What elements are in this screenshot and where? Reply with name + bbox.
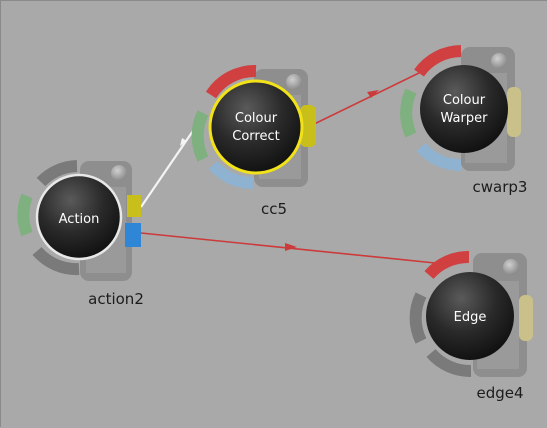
node-edge4-socket-yellow[interactable] [519,295,533,341]
node-cwarp3-socket-blue[interactable] [416,142,462,172]
node-action-name: Action [59,212,100,227]
node-colour-correct[interactable]: Colour Correct cc5 [191,65,316,218]
node-edge[interactable]: Edge edge4 [409,250,533,402]
node-edge4-socket-red[interactable] [424,250,470,280]
node-cc5-socket-yellow[interactable] [300,105,316,147]
node-action-label: action2 [88,290,144,308]
node-cc5-socket-green[interactable] [191,110,209,162]
node-edge4-socket-bottom[interactable] [426,348,472,378]
node-edge4-label: edge4 [476,384,523,402]
node-cwarp3-status-dot [491,53,507,69]
node-colour-warper[interactable]: Colour Warper cwarp3 [400,45,528,196]
node-edge4-status-dot [503,259,519,275]
node-edge4-body[interactable] [426,272,514,360]
node-cwarp3-body[interactable] [420,65,508,153]
node-cwarp3-label: cwarp3 [473,178,528,196]
node-cwarp3-socket-green[interactable] [400,88,417,138]
node-edge4-name: Edge [454,310,487,325]
link-action-to-edge4[interactable] [140,232,436,264]
node-action-socket-top[interactable] [36,160,78,187]
node-cc5-status-dot [286,74,302,90]
node-cwarp3-name-line1: Colour [443,93,486,108]
node-cc5-name-line1: Colour [235,111,278,126]
link-cc5-to-cwarp3[interactable] [305,70,424,129]
node-action-status-dot [111,165,127,181]
node-action-socket-yellow[interactable] [127,195,141,217]
link-action-to-cc5[interactable] [140,124,198,208]
node-cwarp3-name-line2: Warper [441,111,489,126]
node-edge4-socket-grey[interactable] [409,292,427,344]
node-cc5-socket-blue[interactable] [208,160,254,190]
node-action-body[interactable] [35,173,123,261]
node-cc5-name-line2: Correct [232,129,279,144]
node-cwarp3-socket-red[interactable] [414,45,462,77]
node-action-socket-bottom[interactable] [32,246,80,276]
node-cc5-socket-red[interactable] [205,65,257,99]
node-cwarp3-socket-yellow[interactable] [507,87,521,137]
node-cc5-body[interactable] [208,79,304,175]
node-action[interactable]: Action action2 [17,160,144,308]
node-cc5-label: cc5 [261,200,287,218]
node-action-socket-green[interactable] [17,193,33,237]
node-action-output-socket[interactable] [125,223,141,247]
